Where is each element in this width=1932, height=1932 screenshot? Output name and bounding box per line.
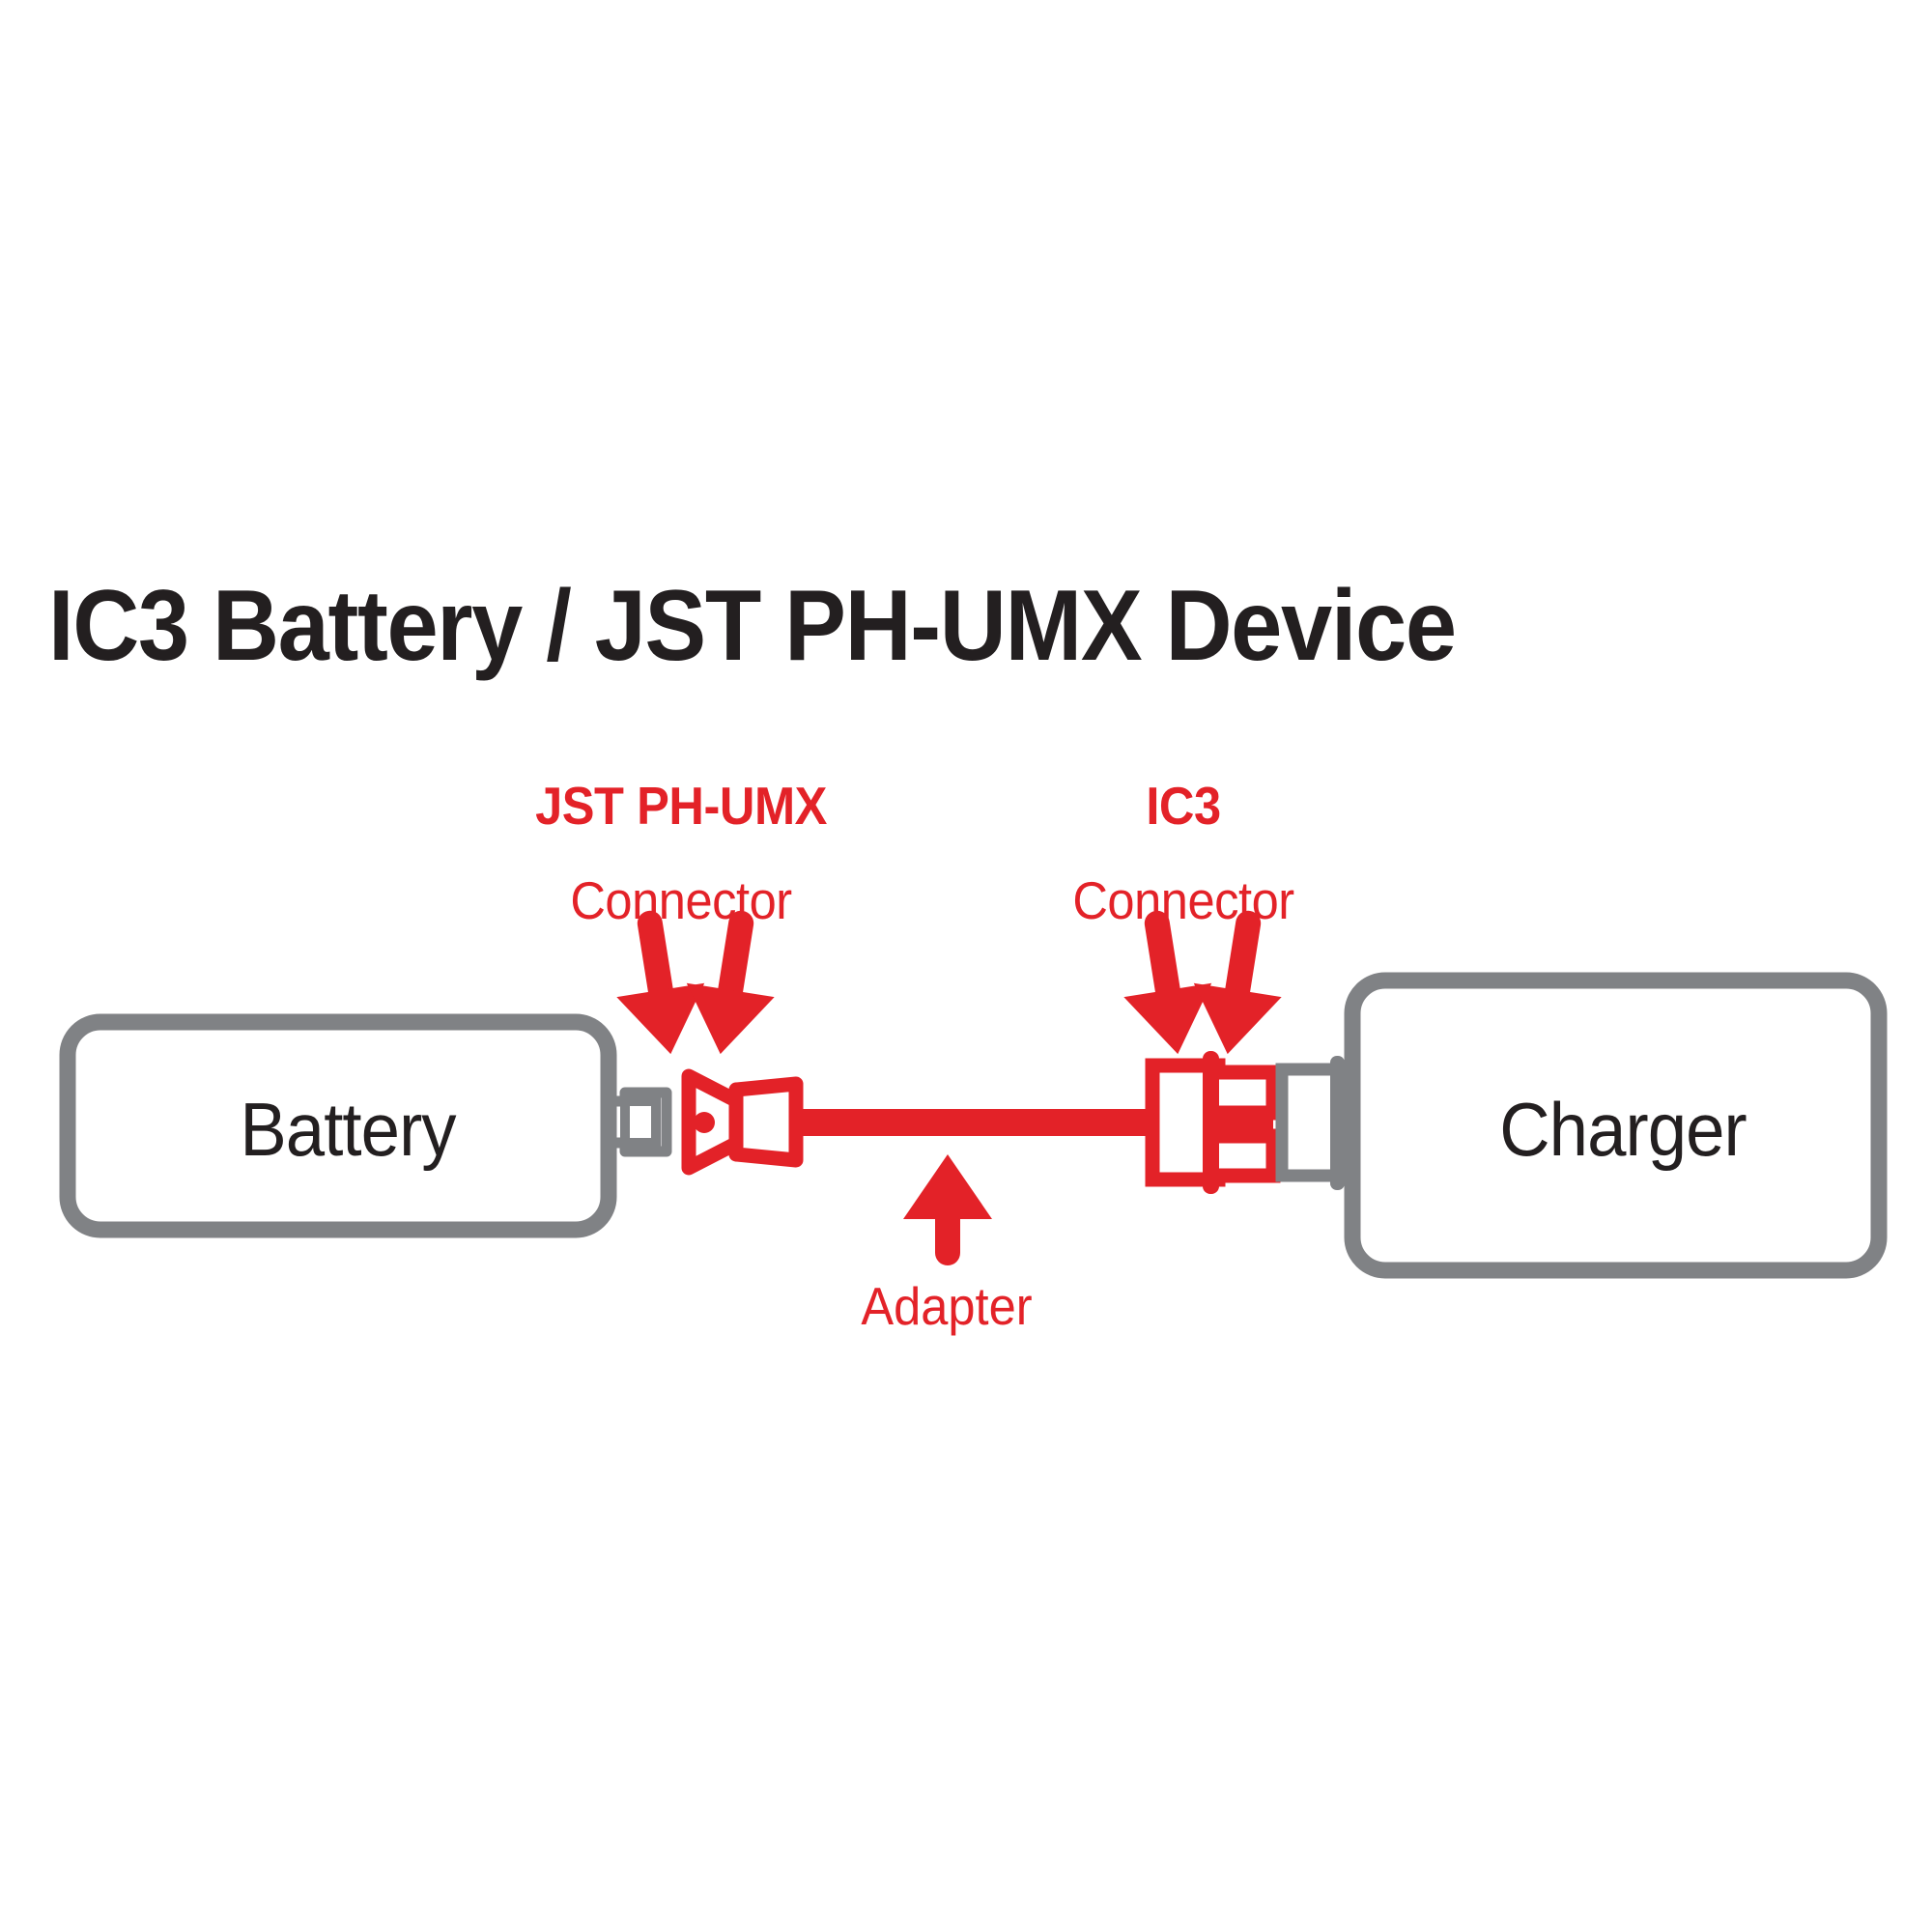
callout-jst-ph-umx-line2: Connector (570, 870, 792, 930)
arrow-ic3-right (1193, 910, 1282, 1055)
label-charger: Charger (1499, 1087, 1747, 1172)
arrow-group-jst-ph-umx (616, 910, 775, 1055)
adapter-ic3-plug (1145, 1051, 1281, 1194)
arrow-jst-right (686, 910, 775, 1055)
adapter-cable (773, 1109, 1159, 1136)
callout-jst-ph-umx-line1: JST PH-UMX (535, 776, 827, 836)
battery-jst-socket (603, 1087, 672, 1157)
callout-ic3-line1: IC3 (1146, 776, 1221, 836)
callout-jst-ph-umx: JST PH-UMX Connector (357, 749, 1005, 958)
page-title: IC3 Battery / JST PH-UMX Device (48, 570, 1457, 682)
label-battery: Battery (240, 1087, 456, 1172)
arrow-jst-left (616, 910, 705, 1055)
callout-ic3: IC3 Connector (976, 749, 1391, 958)
callout-ic3-line2: Connector (1072, 870, 1294, 930)
adapter-jst-plug (681, 1068, 804, 1176)
charger-box (1344, 972, 1888, 1279)
arrow-ic3-left (1123, 910, 1212, 1055)
label-adapter: Adapter (861, 1276, 1033, 1336)
arrow-group-ic3 (1123, 910, 1282, 1055)
arrow-adapter (903, 1154, 992, 1265)
